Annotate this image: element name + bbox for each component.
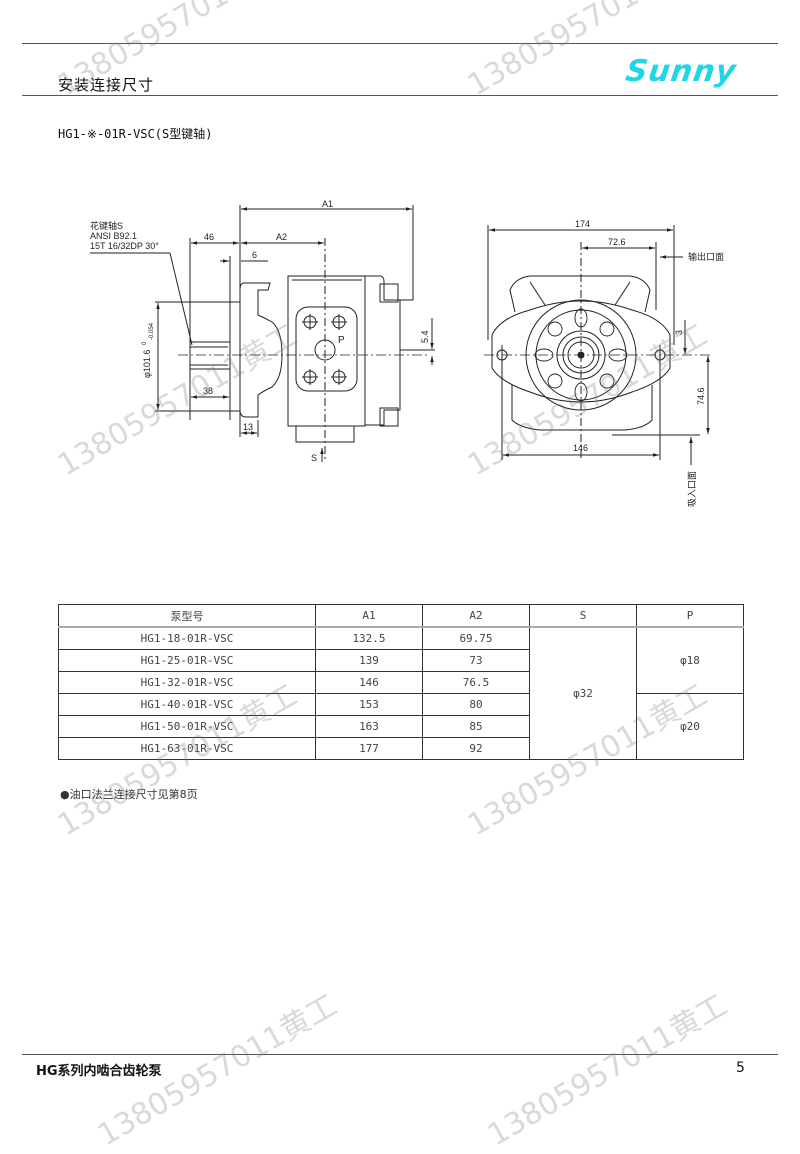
dim-5-4: 5.4 <box>420 330 430 343</box>
port-p-label: P <box>338 335 345 346</box>
table-row: HG1-25-01R-VSC 139 73 <box>58 649 744 672</box>
cell-model: HG1-40-01R-VSC <box>58 693 316 716</box>
table-row: HG1-63-01R-VSC 177 92 <box>58 737 744 760</box>
cell-a1: 132.5 <box>315 626 423 650</box>
cell-a2: 85 <box>422 715 530 738</box>
dim-small: 3 <box>674 330 684 335</box>
dim-46: 46 <box>204 232 214 242</box>
col-a2: A2 <box>422 604 530 628</box>
cell-model: HG1-32-01R-VSC <box>58 671 316 694</box>
front-view: 174 72.6 输出口面 <box>484 219 724 507</box>
cell-model: HG1-50-01R-VSC <box>58 715 316 738</box>
watermark: 13805957011黄工 <box>482 987 734 1154</box>
cell-a1: 163 <box>315 715 423 738</box>
dim-a2: A2 <box>276 232 287 242</box>
table-row: HG1-40-01R-VSC 153 80 φ20 <box>58 693 744 760</box>
spec-table: 泵型号 A1 A2 S P HG1-18-01R-VSC 132.5 69.75… <box>58 604 744 760</box>
cell-model: HG1-63-01R-VSC <box>58 737 316 760</box>
col-p: P <box>636 604 744 628</box>
col-a1: A1 <box>315 604 423 628</box>
table-row: HG1-18-01R-VSC 132.5 69.75 φ32 φ18 <box>58 626 744 760</box>
cell-a1: 139 <box>315 649 423 672</box>
spline-label-1: 花键轴S <box>90 220 123 231</box>
cell-a2: 76.5 <box>422 671 530 694</box>
outlet-face-label: 输出口面 <box>688 251 724 262</box>
section-title: 安装连接尺寸 <box>58 76 155 94</box>
col-s: S <box>529 604 637 628</box>
col-model: 泵型号 <box>58 604 316 628</box>
page-number: 5 <box>736 1060 745 1076</box>
port-s-label: S <box>311 453 317 463</box>
footer-series-title: HG系列内啮合齿轮泵 <box>36 1064 162 1079</box>
dim-diameter: φ101.6 <box>142 350 152 378</box>
cell-model: HG1-25-01R-VSC <box>58 649 316 672</box>
inlet-face-label: 吸入口面 <box>687 471 697 507</box>
dim-72-6: 72.6 <box>608 237 626 247</box>
dim-diameter-tol-upper: 0 <box>142 341 148 345</box>
dim-74-6: 74.6 <box>696 387 706 405</box>
side-view: 花键轴S ANSI B92.1 15T 16/32DP 30° A1 A2 46… <box>90 199 435 463</box>
dim-6: 6 <box>252 250 257 260</box>
cell-a1: 146 <box>315 671 423 694</box>
header-rule <box>22 95 778 96</box>
dim-174: 174 <box>575 219 590 229</box>
drawing-subtitle: HG1-※-01R-VSC(S型键轴) <box>58 127 213 141</box>
table-header-row: 泵型号 A1 A2 S P <box>58 604 744 628</box>
dim-a1: A1 <box>322 199 333 209</box>
cell-a2: 69.75 <box>422 626 530 650</box>
dim-38: 38 <box>203 386 213 396</box>
cell-a2: 73 <box>422 649 530 672</box>
spline-label-3: 15T 16/32DP 30° <box>90 241 159 251</box>
top-rule <box>22 43 778 44</box>
cell-a1: 177 <box>315 737 423 760</box>
cell-s: φ32 <box>529 626 637 760</box>
dimension-drawing: 花键轴S ANSI B92.1 15T 16/32DP 30° A1 A2 46… <box>90 199 724 507</box>
footer-rule <box>22 1054 778 1055</box>
dim-146: 146 <box>573 443 588 453</box>
cell-a2: 92 <box>422 737 530 760</box>
cell-p-large: φ20 <box>636 693 744 760</box>
cell-p-small: φ18 <box>636 626 744 694</box>
dim-13: 13 <box>243 422 253 432</box>
cell-model: HG1-18-01R-VSC <box>58 626 316 650</box>
cell-a2: 80 <box>422 693 530 716</box>
spline-label-2: ANSI B92.1 <box>90 231 137 241</box>
flange-note: ●油口法兰连接尺寸见第8页 <box>60 788 198 801</box>
dim-diameter-tol-lower: -0.054 <box>149 322 155 340</box>
cell-a1: 153 <box>315 693 423 716</box>
